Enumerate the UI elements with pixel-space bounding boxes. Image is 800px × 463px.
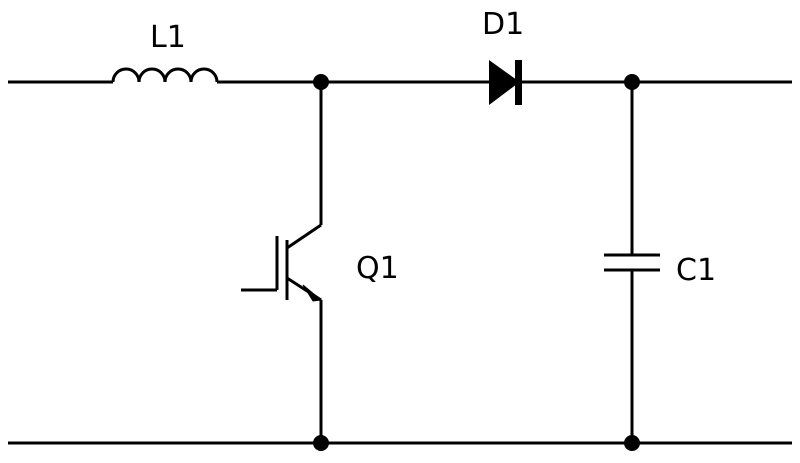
transistor-label: Q1 [356, 251, 399, 286]
junction-dot [313, 435, 329, 451]
inductor-label: L1 [150, 20, 186, 55]
diode-d1-symbol [489, 60, 522, 105]
junction-dot [624, 435, 640, 451]
inductor-l1-symbol [111, 67, 219, 83]
capacitor-c1-symbol [604, 253, 660, 272]
igbt-q1-symbol [241, 223, 323, 302]
capacitor-label: C1 [676, 253, 716, 288]
junction-dot [313, 74, 329, 90]
diode-label: D1 [482, 7, 524, 42]
junction-dot [624, 74, 640, 90]
